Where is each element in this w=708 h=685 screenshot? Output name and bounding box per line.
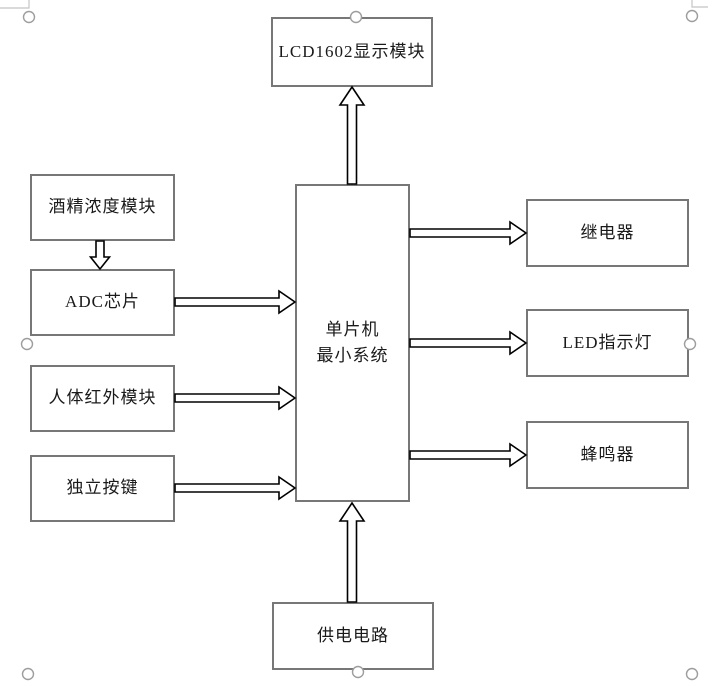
node-label: 供电电路: [317, 625, 389, 645]
node-label: 独立按键: [66, 478, 139, 498]
arrow-alcohol-to-adc[interactable]: [88, 240, 112, 271]
node-label: 继电器: [580, 222, 635, 242]
selection-handle-top-center[interactable]: [349, 10, 363, 24]
arrow-pir-to-mcu[interactable]: [174, 385, 297, 411]
arrow-adc-to-mcu[interactable]: [174, 289, 297, 315]
node-adc-chip[interactable]: ADC芯片: [30, 269, 175, 336]
selection-handle-bottom-center[interactable]: [351, 665, 365, 679]
selection-handle-top-right[interactable]: [685, 9, 699, 23]
selection-handle-bottom-left[interactable]: [21, 667, 35, 681]
selection-handle-bottom-right[interactable]: [685, 667, 699, 681]
node-human-infrared-module[interactable]: 人体红外模块: [30, 365, 175, 432]
node-independent-keys[interactable]: 独立按键: [30, 455, 175, 522]
arrow-mcu-to-relay[interactable]: [409, 220, 528, 246]
node-lcd-display-module[interactable]: LCD1602显示模块: [271, 17, 433, 87]
selection-handle-middle-right[interactable]: [683, 337, 697, 351]
node-label: 人体红外模块: [48, 388, 157, 408]
selection-handle-middle-left[interactable]: [20, 337, 34, 351]
node-alcohol-sensor-module[interactable]: 酒精浓度模块: [30, 174, 175, 241]
arrow-keys-to-mcu[interactable]: [174, 475, 297, 501]
node-relay[interactable]: 继电器: [526, 199, 689, 267]
arrow-power-to-mcu[interactable]: [338, 501, 366, 603]
node-label: 单片机 最小系统: [316, 319, 389, 365]
node-buzzer[interactable]: 蜂鸣器: [526, 421, 689, 489]
crop-mark-top-right: [691, 0, 708, 8]
node-label: LED指示灯: [562, 332, 653, 352]
node-label: 蜂鸣器: [580, 444, 635, 464]
selection-handle-top-left[interactable]: [22, 10, 36, 24]
node-label: LCD1602显示模块: [278, 41, 426, 61]
node-led-indicator[interactable]: LED指示灯: [526, 309, 689, 377]
arrow-mcu-to-lcd[interactable]: [338, 85, 366, 185]
node-power-supply-circuit[interactable]: 供电电路: [272, 602, 434, 670]
crop-mark-top-left: [0, 0, 30, 9]
arrow-mcu-to-led[interactable]: [409, 330, 528, 356]
node-mcu-minimum-system[interactable]: 单片机 最小系统: [295, 184, 410, 502]
arrow-mcu-to-buzzer[interactable]: [409, 442, 528, 468]
node-label: ADC芯片: [65, 292, 140, 312]
node-label: 酒精浓度模块: [48, 197, 157, 217]
